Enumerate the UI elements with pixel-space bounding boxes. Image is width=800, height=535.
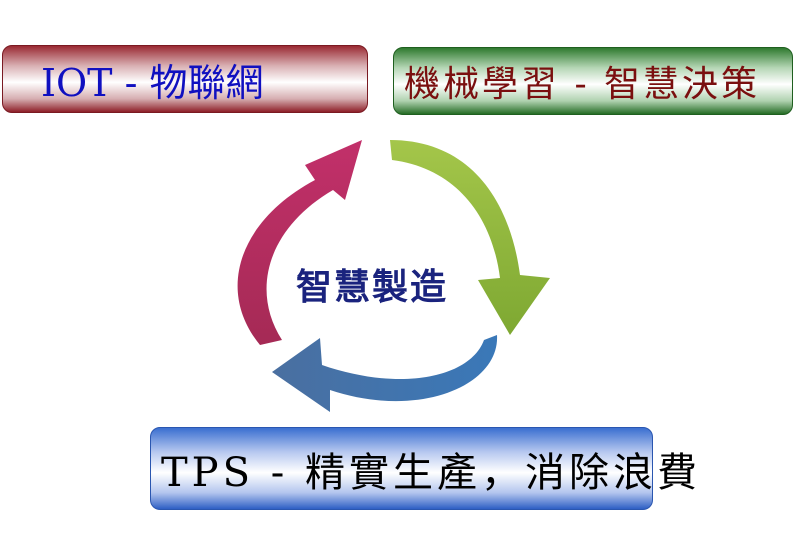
tps-label: TPS - 精實生產，消除浪費	[161, 449, 701, 496]
tps-box: TPS - 精實生產，消除浪費	[150, 427, 697, 510]
iot-box: IOT - 物聯網	[2, 45, 368, 113]
center-label: 智慧製造	[296, 266, 449, 308]
arrow-magenta	[237, 140, 362, 345]
arrow-green	[390, 140, 550, 335]
machine-learning-box: 機械學習 - 智慧決策	[393, 47, 793, 115]
arrow-blue	[272, 335, 498, 412]
iot-label: IOT - 物聯網	[41, 60, 264, 105]
machine-learning-label: 機械學習 - 智慧決策	[404, 64, 761, 105]
